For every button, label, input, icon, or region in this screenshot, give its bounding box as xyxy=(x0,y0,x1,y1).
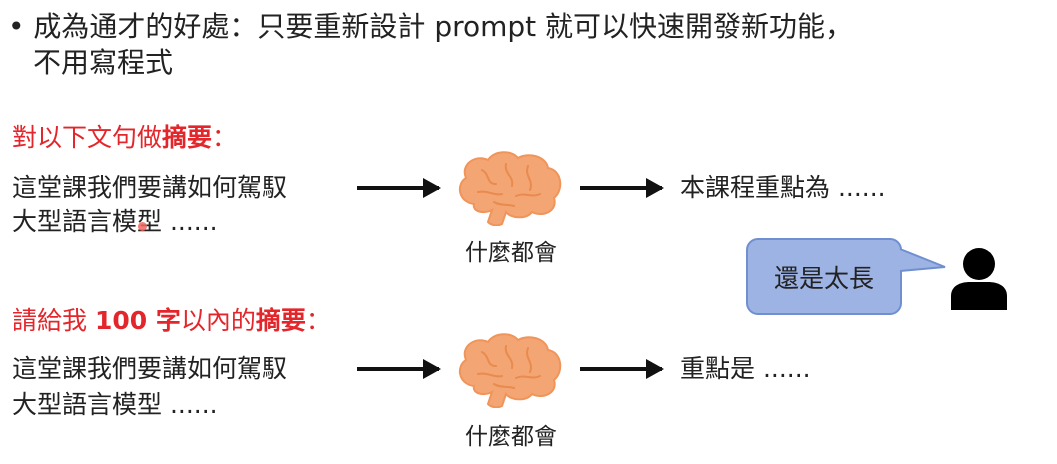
output-1: 本課程重點為 ...... xyxy=(680,173,886,202)
input-1-line-1: 這堂課我們要講如何駕馭 xyxy=(12,173,288,202)
brain-icon xyxy=(458,333,562,408)
instruction-1-suffix: ： xyxy=(212,123,238,152)
bullet-line-1: 成為通才的好處：只要重新設計 prompt 就可以快速開發新功能， xyxy=(33,10,854,43)
input-2-line-2: 大型語言模型 ...... xyxy=(12,390,218,419)
bullet-line-2: 不用寫程式 xyxy=(33,46,174,79)
input-2-line-1: 這堂課我們要講如何駕馭 xyxy=(12,354,288,383)
instruction-2-prefix: 請給我 xyxy=(12,306,95,335)
user-icon xyxy=(951,248,1007,310)
instruction-1: 對以下文句做摘要： xyxy=(12,122,237,154)
arrow-icon xyxy=(357,178,441,198)
instruction-2-mid: 以內的 xyxy=(180,306,256,335)
cursor-highlight xyxy=(138,222,147,231)
input-1-line-2: 大型語言模型 ...... xyxy=(12,207,218,236)
bullet-point: • 成為通才的好處：只要重新設計 prompt 就可以快速開發新功能， xyxy=(8,8,853,46)
bubble-tail xyxy=(899,248,946,272)
instruction-1-bold: 摘要 xyxy=(162,123,213,152)
brain-label-2: 什麼都會 xyxy=(465,424,557,450)
arrow-icon xyxy=(580,178,664,198)
brain-icon xyxy=(458,151,562,226)
speech-bubble: 還是太長 xyxy=(746,238,902,315)
output-2: 重點是 ...... xyxy=(680,354,811,383)
bubble-text: 還是太長 xyxy=(773,263,874,293)
instruction-1-prefix: 對以下文句做 xyxy=(12,123,163,152)
instruction-2-number: 100 字 xyxy=(94,306,181,335)
brain-label-1: 什麼都會 xyxy=(465,240,557,266)
bullet-mark: • xyxy=(8,10,25,43)
instruction-2-bold: 摘要 xyxy=(255,306,306,335)
instruction-2: 請給我 100 字以內的摘要： xyxy=(12,305,331,337)
arrow-icon xyxy=(580,359,664,379)
arrow-icon xyxy=(357,359,441,379)
instruction-2-suffix: ： xyxy=(305,306,331,335)
